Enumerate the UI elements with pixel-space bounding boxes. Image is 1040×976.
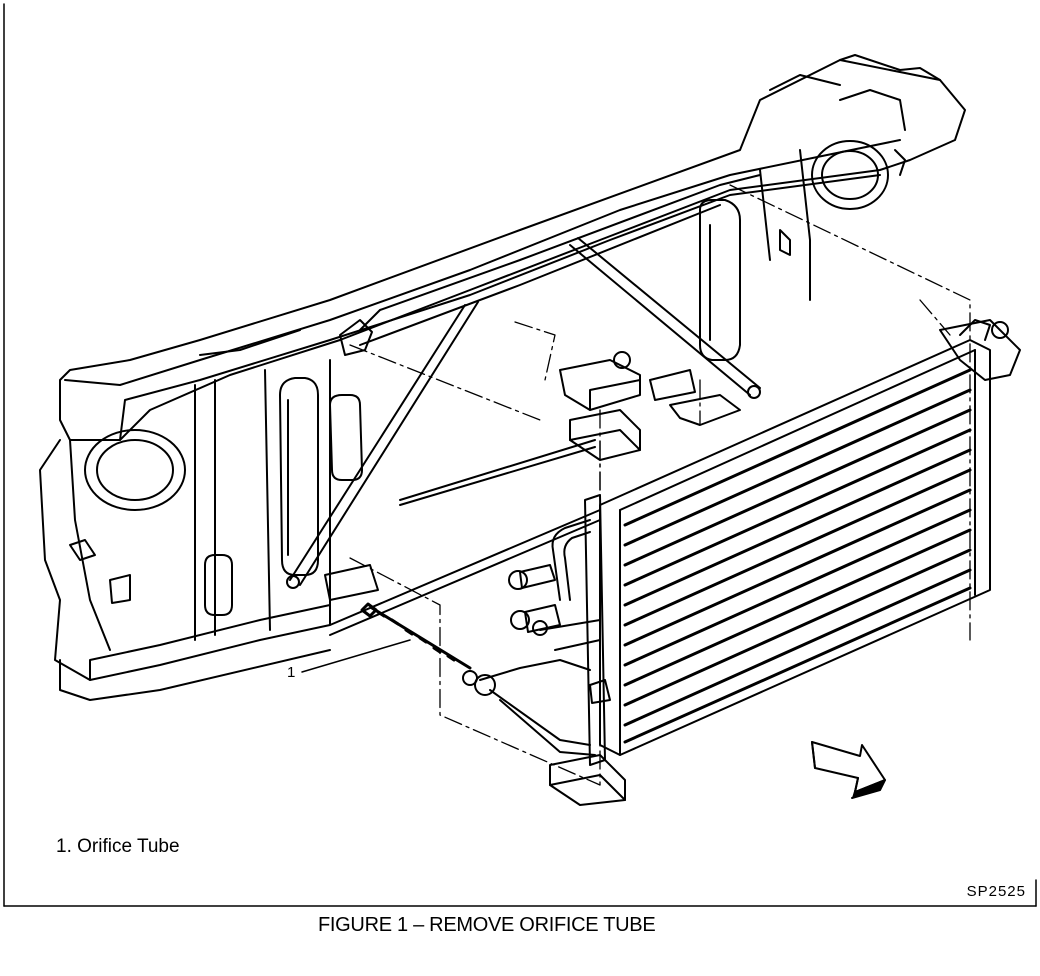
condenser-pipes [462,519,611,756]
lower-tie-bar [329,439,601,636]
radiator-support-left [39,359,363,701]
callout-number-1: 1 [287,664,296,681]
radiator-support-upper [59,54,966,441]
support-braces [286,237,761,589]
figure-border [3,3,1037,907]
orifice-tube [360,602,472,670]
removal-direction-arrow [811,741,886,799]
figure-code: SP2525 [966,883,1026,900]
condenser-core [584,319,1021,766]
figure-caption: FIGURE 1 – REMOVE ORIFICE TUBE [318,914,656,936]
callout-1-leader [301,639,411,673]
mounting-brackets [324,319,741,806]
callout-legend-item: 1. Orifice Tube [56,836,180,857]
installation-centerlines [349,184,971,786]
